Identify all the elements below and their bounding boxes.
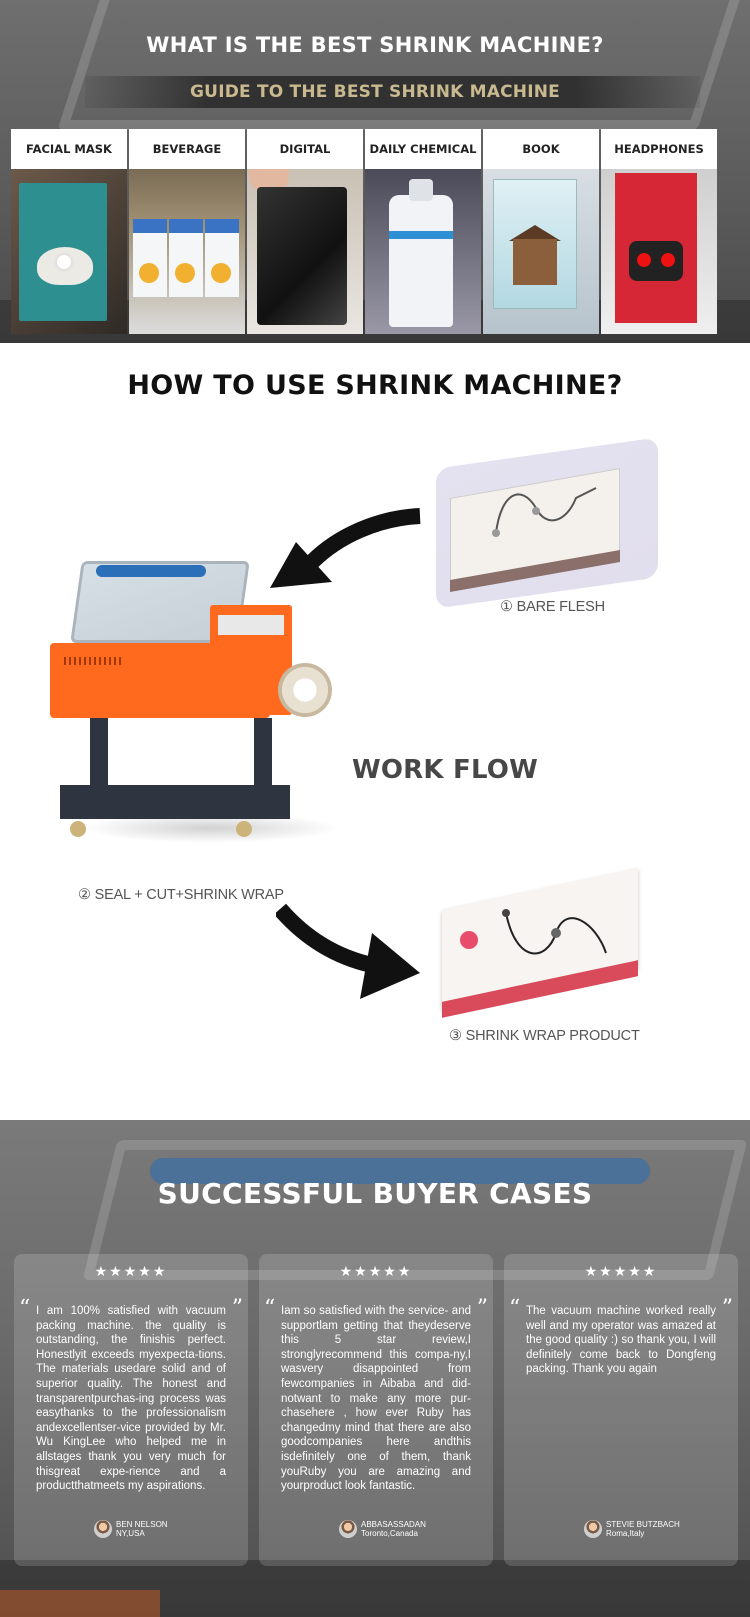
section-title: WHAT IS THE BEST SHRINK MACHINE? — [146, 33, 604, 57]
category-card-headphones[interactable]: HEADPHONES — [601, 129, 717, 334]
how-to-use-section: HOW TO USE SHRINK MACHINE? ① BARE FLESH … — [0, 343, 750, 1120]
review-text: The vacuum machine worked really well an… — [526, 1305, 716, 1376]
star-rating-icon: ★★★★★ — [94, 1264, 168, 1280]
machine-lid-background — [57, 0, 750, 130]
wrapped-product-image — [436, 868, 646, 1018]
review-card: ★★★★★ “ ” The vacuum machine worked real… — [504, 1254, 738, 1566]
section-title: HOW TO USE SHRINK MACHINE? — [127, 370, 623, 401]
category-label: DIGITAL PRODUCT — [274, 142, 336, 196]
subtitle-band — [85, 76, 700, 108]
reviewer-name: STEVIE BUTZBACH — [606, 1520, 680, 1529]
machine-frame-background — [0, 1590, 160, 1617]
buyer-cases-section: SUCCESSFUL BUYER CASES ★★★★★ “ ” I am 10… — [0, 1120, 750, 1617]
open-quote-icon: “ — [264, 1296, 276, 1321]
reviewer-location: Toronto,Canada — [361, 1529, 418, 1538]
step-2-label: ② SEAL + CUT+SHRINK WRAP — [78, 887, 284, 903]
review-text: I am 100% satisfied with vacuum packing … — [36, 1305, 226, 1493]
product-categories-section: WHAT IS THE BEST SHRINK MACHINE? GUIDE T… — [0, 0, 750, 343]
reviewer-name: BEN NELSON — [116, 1520, 168, 1529]
close-quote-icon: ” — [231, 1296, 243, 1321]
avatar — [339, 1520, 357, 1538]
book-image — [483, 169, 599, 334]
category-label: HEADPHONES — [614, 142, 704, 156]
workflow-title: WORK FLOW — [352, 755, 538, 785]
beverage-image — [129, 169, 245, 334]
category-label: DAILY CHEMICAL — [369, 142, 477, 156]
open-quote-icon: “ — [19, 1296, 31, 1321]
category-label: FACIAL MASK — [26, 142, 112, 156]
star-rating-icon: ★★★★★ — [339, 1264, 413, 1280]
reviewer-location: NY,USA — [116, 1529, 145, 1538]
close-quote-icon: ” — [721, 1296, 733, 1321]
category-label: BEVERAGE — [152, 142, 222, 156]
shrink-machine-image — [40, 553, 360, 853]
close-quote-icon: ” — [476, 1296, 488, 1321]
reviewer-location: Roma,Italy — [606, 1529, 645, 1538]
machine-base-background — [0, 1560, 750, 1617]
section-title: SUCCESSFUL BUYER CASES — [157, 1177, 593, 1210]
section-subtitle: GUIDE TO THE BEST SHRINK MACHINE — [190, 82, 560, 102]
headphones-image — [601, 169, 717, 334]
step-3-label: ③ SHRINK WRAP PRODUCT — [449, 1028, 640, 1044]
avatar — [94, 1520, 112, 1538]
category-label: BOOK — [522, 142, 560, 156]
star-rating-icon: ★★★★★ — [584, 1264, 658, 1280]
category-card-facial-mask[interactable]: FACIAL MASK — [11, 129, 127, 334]
review-card: ★★★★★ “ ” I am 100% satisfied with vacuu… — [14, 1254, 248, 1566]
reviewer-name: ABBASASSADAN — [361, 1520, 426, 1529]
category-cards: FACIAL MASK BEVERAGE DIGITAL PRODUCT DAI… — [11, 129, 739, 334]
step-1-label: ① BARE FLESH — [500, 599, 605, 615]
open-quote-icon: “ — [509, 1296, 521, 1321]
category-card-digital-product[interactable]: DIGITAL PRODUCT — [247, 129, 363, 334]
facial-mask-image — [11, 169, 127, 334]
category-card-beverage[interactable]: BEVERAGE — [129, 129, 245, 334]
arrow-down-left-icon — [270, 508, 421, 588]
review-card: ★★★★★ “ ” Iam so satisfied with the serv… — [259, 1254, 493, 1566]
digital-product-image — [247, 169, 363, 334]
category-card-book[interactable]: BOOK — [483, 129, 599, 334]
daily-chemical-image — [365, 169, 481, 334]
category-card-daily-chemical[interactable]: DAILY CHEMICAL — [365, 129, 481, 334]
arrow-down-right-icon — [276, 903, 420, 999]
bare-product-image — [436, 437, 658, 609]
avatar — [584, 1520, 602, 1538]
machine-roller-background — [150, 1158, 650, 1184]
review-text: Iam so satisfied with the service- and s… — [281, 1305, 471, 1493]
